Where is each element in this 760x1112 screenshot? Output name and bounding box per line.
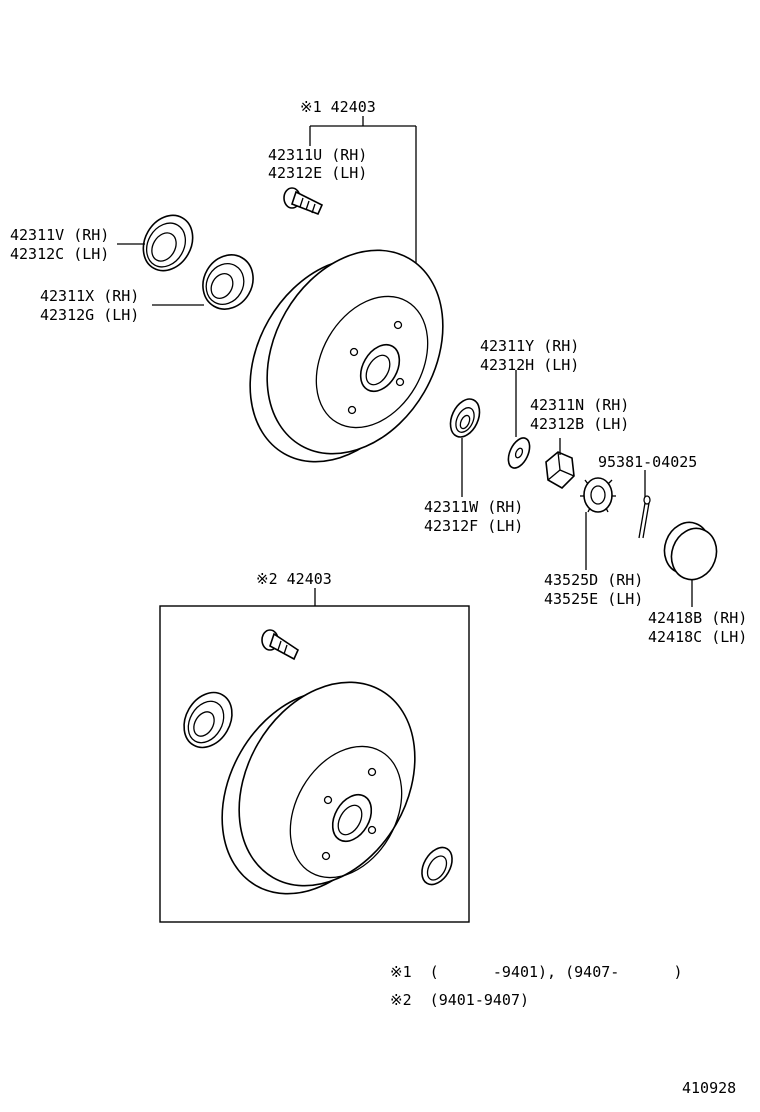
bolt-rh-label: 42311U (RH): [268, 146, 367, 164]
bolt-lh-label: 42312E (LH): [268, 164, 367, 182]
outer-bearing: [449, 398, 481, 438]
figure-id: 410928: [682, 1079, 736, 1097]
washer-rh-label: 42311Y (RH): [480, 337, 579, 355]
thrust-washer: [507, 437, 531, 469]
seal-rh-label: 42311V (RH): [10, 226, 109, 244]
outer-bearing-rh-label: 42311W (RH): [424, 498, 523, 516]
grease-cap-rh-label: 42418B (RH): [648, 609, 747, 627]
washer-lh-label: 42312H (LH): [480, 356, 579, 374]
cotter-pin: [638, 495, 651, 539]
brake-drum-2: [221, 681, 416, 895]
outer-bearing-lh-label: 42312F (LH): [424, 517, 523, 535]
drum1-ref-bracket: [309, 116, 417, 270]
inner-bearing: [202, 254, 254, 310]
leader-lines-top: [117, 243, 693, 607]
grease-cap-lh-label: 42418C (LH): [648, 628, 747, 646]
lock-cap-rh-label: 43525D (RH): [544, 571, 643, 589]
inner-bearing-lh-label: 42312G (LH): [40, 306, 139, 324]
applicability-notes: ※1 ( -9401), (9407- ) ※2 (9401-9407): [390, 963, 683, 1009]
outer-bearing-2: [421, 846, 453, 886]
hub-bolt: [283, 187, 324, 216]
hub-bolt-2: [261, 629, 300, 661]
hub-nut: [545, 451, 575, 489]
nut-lh-label: 42312B (LH): [530, 415, 629, 433]
drum1-ref-label: ※1 42403: [300, 98, 376, 116]
oil-seal: [142, 214, 194, 272]
inner-bearing-rh-label: 42311X (RH): [40, 287, 139, 305]
oil-seal-2: [183, 691, 233, 749]
seal-lh-label: 42312C (LH): [10, 245, 109, 263]
lock-cap-lh-label: 43525E (LH): [544, 590, 643, 608]
part-labels: ※1 42403 42311U (RH) 42312E (LH) 42311V …: [10, 98, 747, 646]
note-1: ※1 ( -9401), (9407- ): [390, 963, 683, 981]
grease-cap: [663, 521, 718, 581]
note-2: ※2 (9401-9407): [390, 991, 529, 1009]
nut-lock-cap: [580, 477, 616, 513]
brake-drum-1: [249, 249, 444, 463]
cotter-pin-label: 95381-04025: [598, 453, 697, 471]
drum2-ref-label: ※2 42403: [256, 570, 332, 588]
nut-rh-label: 42311N (RH): [530, 396, 629, 414]
